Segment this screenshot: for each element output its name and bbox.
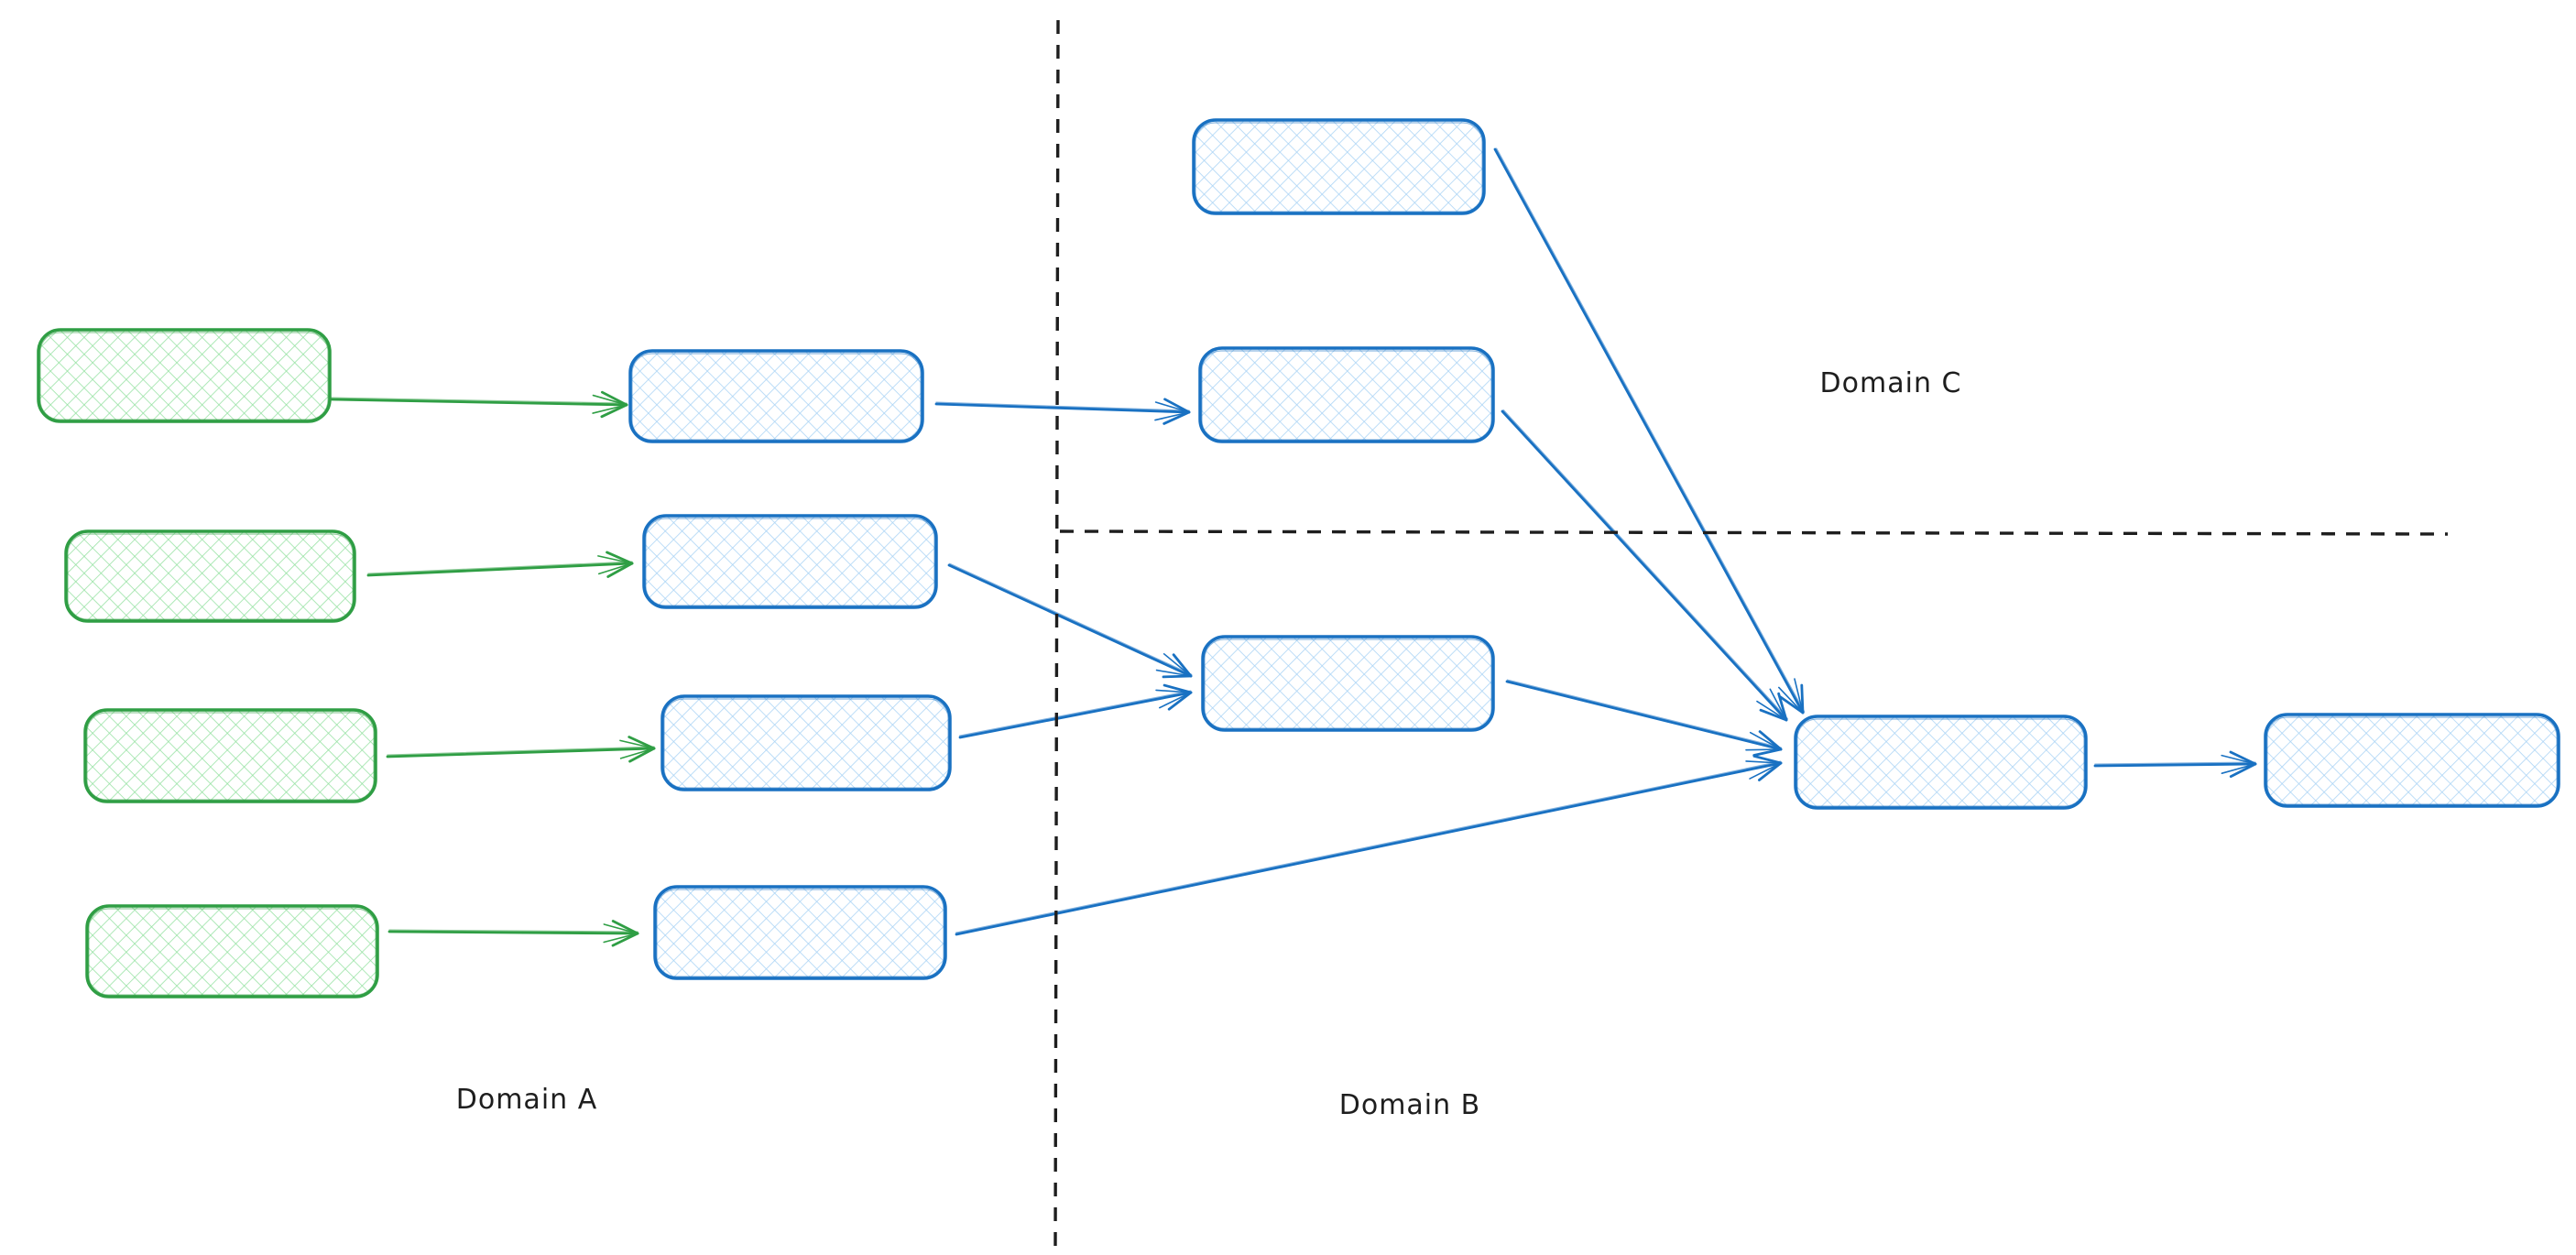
vertical-domain-divider [1053, 19, 1060, 1249]
node-sketch-outline [645, 518, 935, 606]
node-stage-a3[interactable] [660, 694, 952, 791]
node-sketch-outline [88, 908, 377, 996]
node-stage-a1[interactable] [628, 349, 924, 443]
node-sketch-outline [1195, 122, 1483, 213]
domain-a-label: Domain A [456, 1084, 597, 1116]
node-source-a3[interactable] [83, 708, 377, 803]
arrow-stage-a4-to-hub [955, 755, 1783, 936]
node-sketch-outline [1796, 718, 2085, 807]
node-sketch-outline [1201, 350, 1492, 441]
arrow-hub-to-output [2093, 750, 2257, 779]
arrow-stage-a3-to-stage-b3 [958, 683, 1193, 739]
node-output[interactable] [2264, 713, 2560, 808]
node-stage-b3[interactable] [1201, 635, 1495, 732]
node-source-a4[interactable] [85, 904, 379, 999]
node-sketch-outline [67, 533, 354, 620]
arrow-stage-a2-to-stage-b3 [947, 562, 1193, 679]
arrow-source-a2-to-stage-a2 [366, 551, 634, 578]
node-stage-b2[interactable] [1198, 346, 1495, 443]
node-sketch-outline [39, 332, 329, 420]
node-sketch-outline [1204, 638, 1492, 729]
arrow-stage-b1-to-hub [1493, 147, 1806, 715]
domain-b-label: Domain B [1339, 1089, 1481, 1121]
horizontal-domain-divider [1059, 529, 2449, 536]
arrow-source-a3-to-stage-a3 [386, 736, 656, 763]
node-sketch-outline [663, 698, 949, 789]
node-stage-b1[interactable] [1192, 118, 1486, 215]
node-sketch-outline [656, 889, 944, 977]
arrow-stage-b2-to-hub [1501, 409, 1789, 722]
node-source-a1[interactable] [37, 328, 332, 423]
arrow-source-a1-to-stage-a1 [330, 390, 628, 419]
domain-c-label: Domain C [1820, 367, 1962, 399]
arrow-source-a4-to-stage-a4 [387, 920, 639, 947]
arrow-stage-a1-to-stage-b2 [934, 398, 1191, 425]
node-source-a2[interactable] [64, 529, 356, 623]
node-stage-a4[interactable] [653, 885, 947, 980]
node-stage-a2[interactable] [642, 514, 938, 609]
node-sketch-outline [86, 712, 375, 801]
node-sketch-outline [2266, 716, 2558, 805]
node-sketch-outline [631, 353, 922, 441]
node-hub[interactable] [1794, 715, 2088, 810]
arrow-stage-b3-to-hub [1505, 679, 1783, 757]
